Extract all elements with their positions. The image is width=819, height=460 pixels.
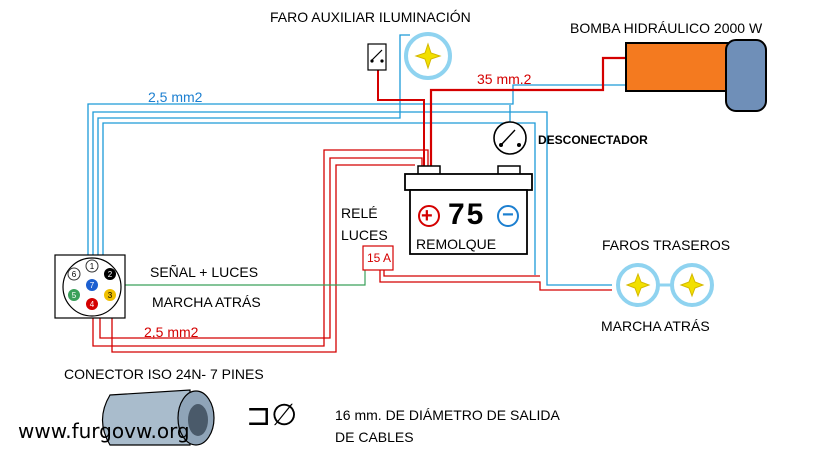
reverse-label-left: MARCHA ATRÁS: [152, 294, 261, 310]
aux-lamp-label: FARO AUXILIAR ILUMINACIÓN: [270, 9, 471, 25]
blue-wires: [87, 34, 628, 286]
signal-lights-label: SEÑAL + LUCES: [150, 264, 259, 280]
wire-red-ground-2: [99, 157, 423, 339]
pin-2: [104, 268, 116, 280]
auxiliary-lamp: [404, 32, 452, 80]
wire-red-aux: [377, 70, 425, 168]
red-wires: [92, 56, 628, 353]
rear-lamp-right: [670, 263, 714, 307]
fuse-box: [362, 245, 394, 271]
disconnect-label: DESCONECTADOR: [538, 133, 648, 147]
fuse-label: 15 A: [367, 251, 392, 265]
wire-blue-pump: [87, 84, 628, 262]
wire-green-signal: [80, 270, 366, 286]
pump-label: BOMBA HIDRÁULICO 2000 W: [570, 20, 763, 36]
cable-gland-symbol: ⊐∅: [246, 399, 298, 432]
wire-blue-aux: [97, 34, 410, 262]
wire-red-ground-3: [111, 164, 415, 353]
battery-positive-icon: [418, 205, 440, 227]
svg-text:1: 1: [90, 262, 95, 271]
pin-3: [104, 289, 116, 301]
lamp-star-icon: [625, 272, 651, 298]
wire-red-reverse: [379, 270, 612, 291]
svg-text:5: 5: [72, 291, 77, 300]
wire-red-relay: [383, 270, 540, 277]
rear-lamps-label: FAROS TRASEROS: [602, 237, 731, 253]
green-wires: [80, 270, 366, 286]
pin-4: [86, 298, 98, 310]
aux-switch: [367, 43, 387, 71]
cable-exit-label-line2: DE CABLES: [335, 429, 414, 445]
pin-7: [86, 279, 98, 291]
seven-pin-socket: 1 2 3 4 5 6 7: [54, 254, 126, 319]
wire-blue-inner: [102, 122, 536, 275]
battery-minus-sign: −: [502, 204, 514, 226]
disconnect-switch: [493, 121, 527, 155]
relay-label-line1: RELÉ: [341, 205, 378, 221]
cable-25-top-label: 2,5 mm2: [148, 89, 203, 105]
cable-35-label: 35 mm.2: [477, 71, 532, 87]
connector-label: CONECTOR ISO 24N- 7 PINES: [64, 366, 264, 382]
wire-red-pump: [429, 56, 628, 168]
svg-text:3: 3: [108, 291, 113, 300]
iso-connector-drawing: [101, 389, 215, 446]
relay-label-line2: LUCES: [341, 227, 388, 243]
lamp-star-icon: [679, 272, 705, 298]
svg-text:4: 4: [90, 300, 95, 309]
rear-lamp-left: [616, 263, 660, 307]
svg-text:7: 7: [90, 281, 95, 290]
pin-1: [85, 259, 99, 273]
battery-label: REMOLQUE: [416, 236, 497, 252]
pin-6: [67, 267, 81, 281]
pin-5: [68, 289, 80, 301]
battery-negative-icon: [497, 205, 519, 227]
cable-exit-label-line1: 16 mm. DE DIÁMETRO DE SALIDA: [335, 407, 560, 423]
reverse-label-right: MARCHA ATRÁS: [601, 318, 710, 334]
lamp-star-icon: [414, 42, 442, 70]
cable-25-bottom-label: 2,5 mm2: [144, 324, 199, 340]
battery-plus-sign: +: [421, 205, 433, 227]
website-watermark: www.furgovw.org: [18, 419, 190, 443]
hydraulic-pump: [625, 39, 767, 112]
wire-blue-rear: [92, 111, 612, 286]
battery-capacity: 75: [448, 198, 486, 231]
wire-red-ground-1: [92, 149, 429, 347]
battery: [404, 165, 533, 255]
svg-text:2: 2: [108, 270, 113, 279]
svg-text:6: 6: [72, 270, 77, 279]
